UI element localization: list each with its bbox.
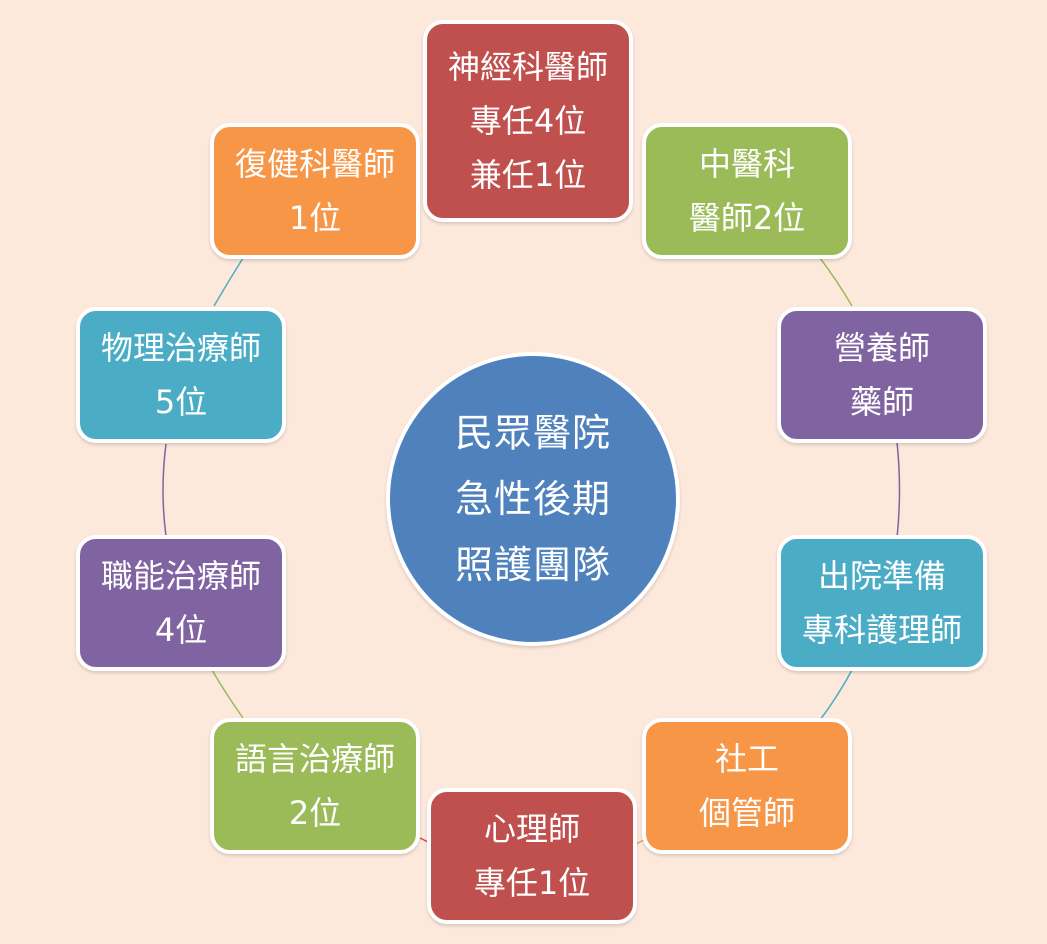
node-discharge-nurse-line-1: 出院準備 [817,557,946,595]
node-social-worker: 社工個管師 [642,718,852,854]
node-physical-therapist-line-2: 5位 [154,383,208,421]
node-rehabilitation-line-1: 復健科醫師 [234,145,395,183]
connector-speech-occupational [211,669,244,719]
node-discharge-nurse: 出院準備專科護理師 [777,535,987,671]
node-psychologist: 心理師專任1位 [427,788,637,924]
node-physical-therapist-line-1: 物理治療師 [100,329,261,367]
connector-discharge-social [819,669,853,721]
node-speech-therapist-line-1: 語言治療師 [234,740,395,778]
node-nutrition-pharmacy-line-1: 營養師 [833,329,930,367]
node-neurology: 神經科醫師專任4位兼任1位 [423,20,633,222]
node-rehabilitation-line-2: 1位 [288,199,342,237]
node-occupational-therapist-line-1: 職能治療師 [100,557,261,595]
node-nutrition-pharmacy-line-2: 藥師 [849,383,914,421]
node-neurology-line-3: 兼任1位 [469,156,587,194]
center-team-circle: 民眾醫院急性後期照護團隊 [386,352,680,646]
connector-occupational-physical [162,443,167,537]
node-chinese-medicine: 中醫科醫師2位 [642,123,852,259]
node-neurology-line-2: 專任4位 [469,102,587,140]
node-nutrition-pharmacy: 營養師藥師 [777,307,987,443]
node-speech-therapist: 語言治療師 2位 [210,718,420,854]
node-speech-therapist-line-2: 2位 [288,794,342,832]
node-chinese-medicine-line-2: 醫師2位 [688,199,806,237]
node-chinese-medicine-line-1: 中醫科 [698,145,795,183]
connector-chinese-nutrition [819,257,853,307]
center-line-1: 民眾醫院 [454,411,611,455]
node-psychologist-line-1: 心理師 [483,810,580,848]
center-line-2: 急性後期 [454,477,611,521]
node-psychologist-line-2: 專任1位 [473,864,591,902]
connector-nutrition-discharge [896,441,901,539]
node-neurology-line-1: 神經科醫師 [447,48,608,86]
node-rehabilitation: 復健科醫師 1位 [210,123,420,259]
center-line-3: 照護團隊 [454,543,611,587]
node-social-worker-line-2: 個管師 [698,794,795,832]
node-occupational-therapist: 職能治療師 4位 [76,535,286,671]
node-social-worker-line-1: 社工 [714,740,779,778]
node-discharge-nurse-line-2: 專科護理師 [801,611,962,649]
node-physical-therapist: 物理治療師 5位 [76,307,286,443]
connector-physical-rehab [213,257,244,307]
node-occupational-therapist-line-2: 4位 [154,611,208,649]
